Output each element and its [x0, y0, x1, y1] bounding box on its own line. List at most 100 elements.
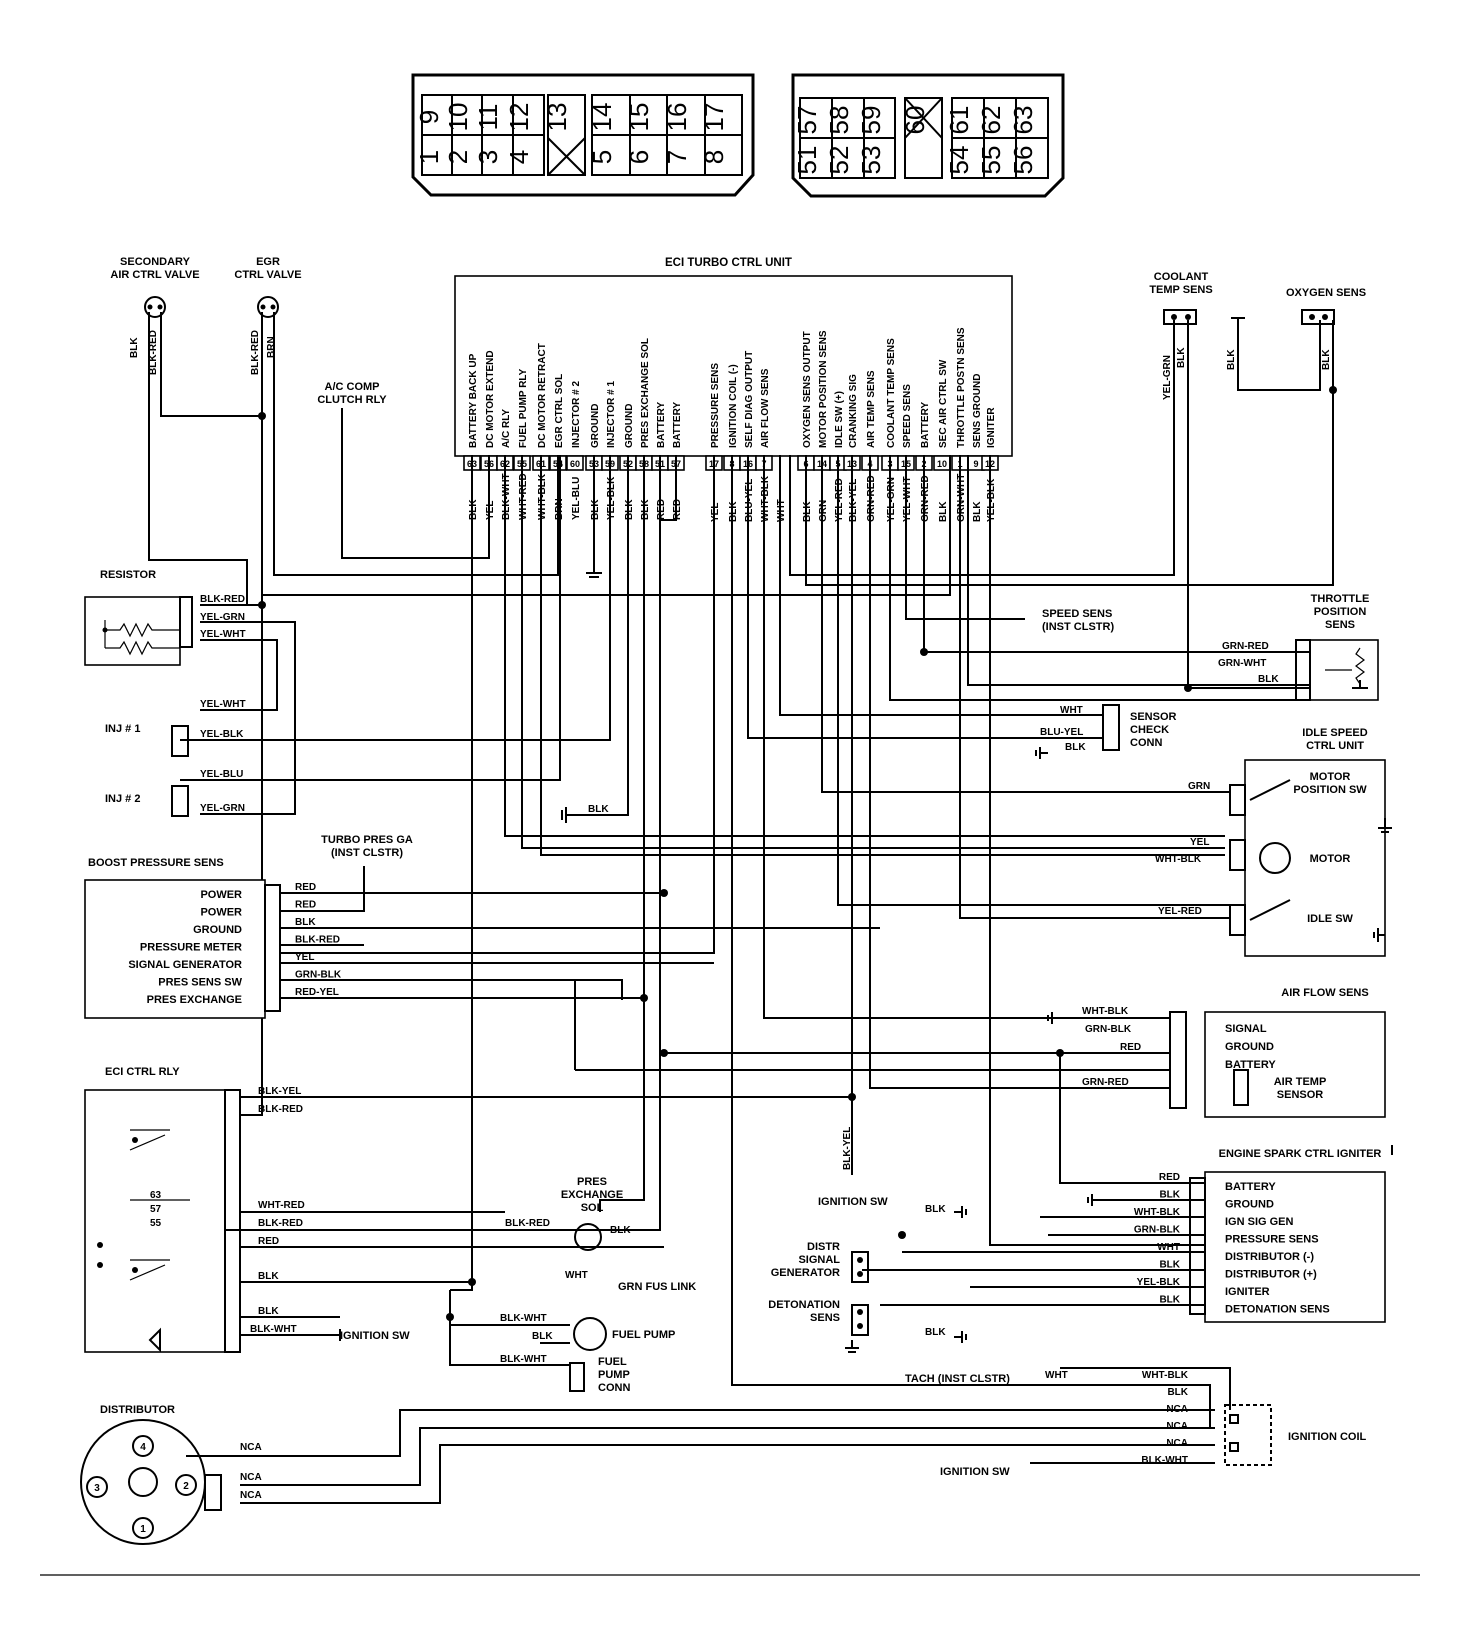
wire-label: BLK — [1065, 742, 1086, 753]
wire-label: GRN — [1188, 781, 1210, 792]
distributor-terminal: 2 — [183, 1481, 189, 1492]
ground-symbols — [330, 565, 1393, 1353]
wire-label: BRN — [266, 336, 277, 358]
wire-label: BLK-RED — [200, 594, 245, 605]
wire-label: YEL-GRN — [200, 803, 245, 814]
connector-pin: 7 — [662, 150, 692, 164]
fuel-pump-conn-label: CONN — [598, 1382, 630, 1394]
wire-label: NCA — [240, 1442, 262, 1453]
ecu-pin-function: GROUND — [624, 404, 635, 448]
airflow-pin-label: GROUND — [1225, 1041, 1274, 1053]
ecu-pin-function: INJECTOR # 2 — [571, 381, 582, 448]
ecu-pin-function: PRES EXCHANGE SOL — [640, 338, 651, 448]
distr-sig-label: DISTR — [807, 1241, 840, 1253]
coolant-label: COOLANT — [1154, 271, 1209, 283]
ecu-pin-function: DC MOTOR RETRACT — [537, 343, 548, 448]
wire-label: YEL-WHT — [200, 629, 246, 640]
wire-label: YEL — [295, 952, 314, 963]
connector-pin: 61 — [944, 106, 974, 135]
egr-valve-label: CTRL VALVE — [234, 269, 301, 281]
turbo-ga-label: (INST CLSTR) — [331, 847, 403, 859]
wire-label: BLK-WHT — [1141, 1455, 1188, 1466]
ecu-pin-function: EGR CTRL SOL — [554, 374, 565, 448]
wire-color: GRN — [818, 500, 829, 522]
ac-relay-label: A/C COMP — [325, 381, 380, 393]
wire-label: BLK — [129, 337, 140, 358]
connector-pin: 62 — [976, 106, 1006, 135]
wire-label: RED-YEL — [295, 987, 339, 998]
wire-label: BLK — [1159, 1260, 1180, 1271]
inj1-symbol — [171, 725, 189, 757]
airflow-pin-label: BATTERY — [1225, 1059, 1276, 1071]
ecu-pin-function: BATTERY — [672, 402, 683, 448]
wire-label: BLK — [925, 1327, 946, 1338]
igniter-pin-label: DETONATION SENS — [1225, 1304, 1330, 1316]
wire-color: GRN-WHT — [956, 474, 967, 522]
ecu-pin-function: BATTERY — [656, 402, 667, 448]
ecu-pin-function: GROUND — [590, 404, 601, 448]
boost-sens-box — [84, 879, 281, 1019]
ecu-pin-function: DC MOTOR EXTEND — [485, 350, 496, 448]
wire-color: GRN-RED — [866, 475, 877, 522]
distr-sig-label: SIGNAL — [798, 1254, 840, 1266]
ecu-pin-function: INJECTOR # 1 — [606, 381, 617, 448]
airflow-label: AIR FLOW SENS — [1281, 987, 1368, 999]
idle-unit-label: CTRL UNIT — [1306, 740, 1364, 752]
ecu-pin-function: SPEED SENS — [902, 384, 913, 448]
distr-sig-gen-box — [851, 1251, 869, 1336]
ecu-pin-function: AIR FLOW SENS — [760, 368, 771, 448]
connector-pin: 12 — [504, 103, 534, 132]
fuel-pump-conn-label: FUEL — [598, 1356, 627, 1368]
air-temp-label: AIR TEMP — [1274, 1076, 1327, 1088]
coolant-label: TEMP SENS — [1149, 284, 1212, 296]
wire-label: GRN-WHT — [1218, 658, 1266, 669]
wire-label: NCA — [240, 1472, 262, 1483]
fuel-pump-symbol — [569, 1317, 607, 1392]
wire-color: YEL-BLK — [986, 478, 997, 522]
wire-color: YEL — [485, 501, 496, 520]
igniter-pin-label: DISTRIBUTOR (-) — [1225, 1251, 1314, 1263]
wire-label: BLK-WHT — [500, 1313, 547, 1324]
ecu-pin-function: A/C RLY — [501, 409, 512, 448]
wire-label: BLK — [1176, 347, 1187, 368]
speed-sens-label: SPEED SENS — [1042, 608, 1112, 620]
sec-air-valve — [144, 296, 166, 318]
wire-color: BLK — [640, 499, 651, 520]
distributor-symbol — [80, 1419, 222, 1545]
connector-pin: 3 — [473, 150, 503, 164]
connector-pin: 55 — [976, 146, 1006, 175]
fuel-pump-label: FUEL PUMP — [612, 1329, 675, 1341]
inj1-label: INJ # 1 — [105, 723, 140, 735]
wire-label: RED — [295, 900, 316, 911]
wire-label: BLK-RED — [505, 1218, 550, 1229]
wire-label: BLK-YEL — [842, 1127, 853, 1170]
wire-label: GRN-BLK — [295, 970, 342, 981]
boost-pin-label: SIGNAL GENERATOR — [128, 959, 242, 971]
wire-label: BLK-WHT — [500, 1354, 547, 1365]
relay-terminal-mark: 55 — [150, 1218, 162, 1229]
wire-color: BLK-YEL — [848, 479, 859, 522]
egr-valve-label: EGR — [256, 256, 280, 268]
connector-pin: 1 — [414, 150, 444, 164]
throttle-sens-box — [1295, 639, 1379, 701]
speed-sens-label: (INST CLSTR) — [1042, 621, 1114, 633]
boost-pin-label: POWER — [200, 889, 242, 901]
wire-label: WHT — [1060, 705, 1083, 716]
boost-pin-label: GROUND — [193, 924, 242, 936]
air-temp-label: SENSOR — [1277, 1089, 1324, 1101]
boost-label: BOOST PRESSURE SENS — [88, 857, 224, 869]
igniter-pin-label: PRESSURE SENS — [1225, 1234, 1319, 1246]
wire-label: YEL-BLK — [200, 729, 244, 740]
connector-pin: 53 — [856, 146, 886, 175]
wire-color: WHT-BLK — [537, 473, 548, 520]
connector-pin: 57 — [792, 106, 822, 135]
connector-pin: 54 — [944, 146, 974, 175]
wire-color: YEL — [710, 503, 721, 522]
wires — [148, 312, 1360, 1504]
wire-color: BLK — [728, 501, 739, 522]
connector-pin: 59 — [856, 106, 886, 135]
tach-label: TACH (INST CLSTR) — [905, 1373, 1010, 1385]
connector-right — [791, 73, 1065, 198]
ign-sw-label-2: IGNITION SW — [818, 1196, 888, 1208]
